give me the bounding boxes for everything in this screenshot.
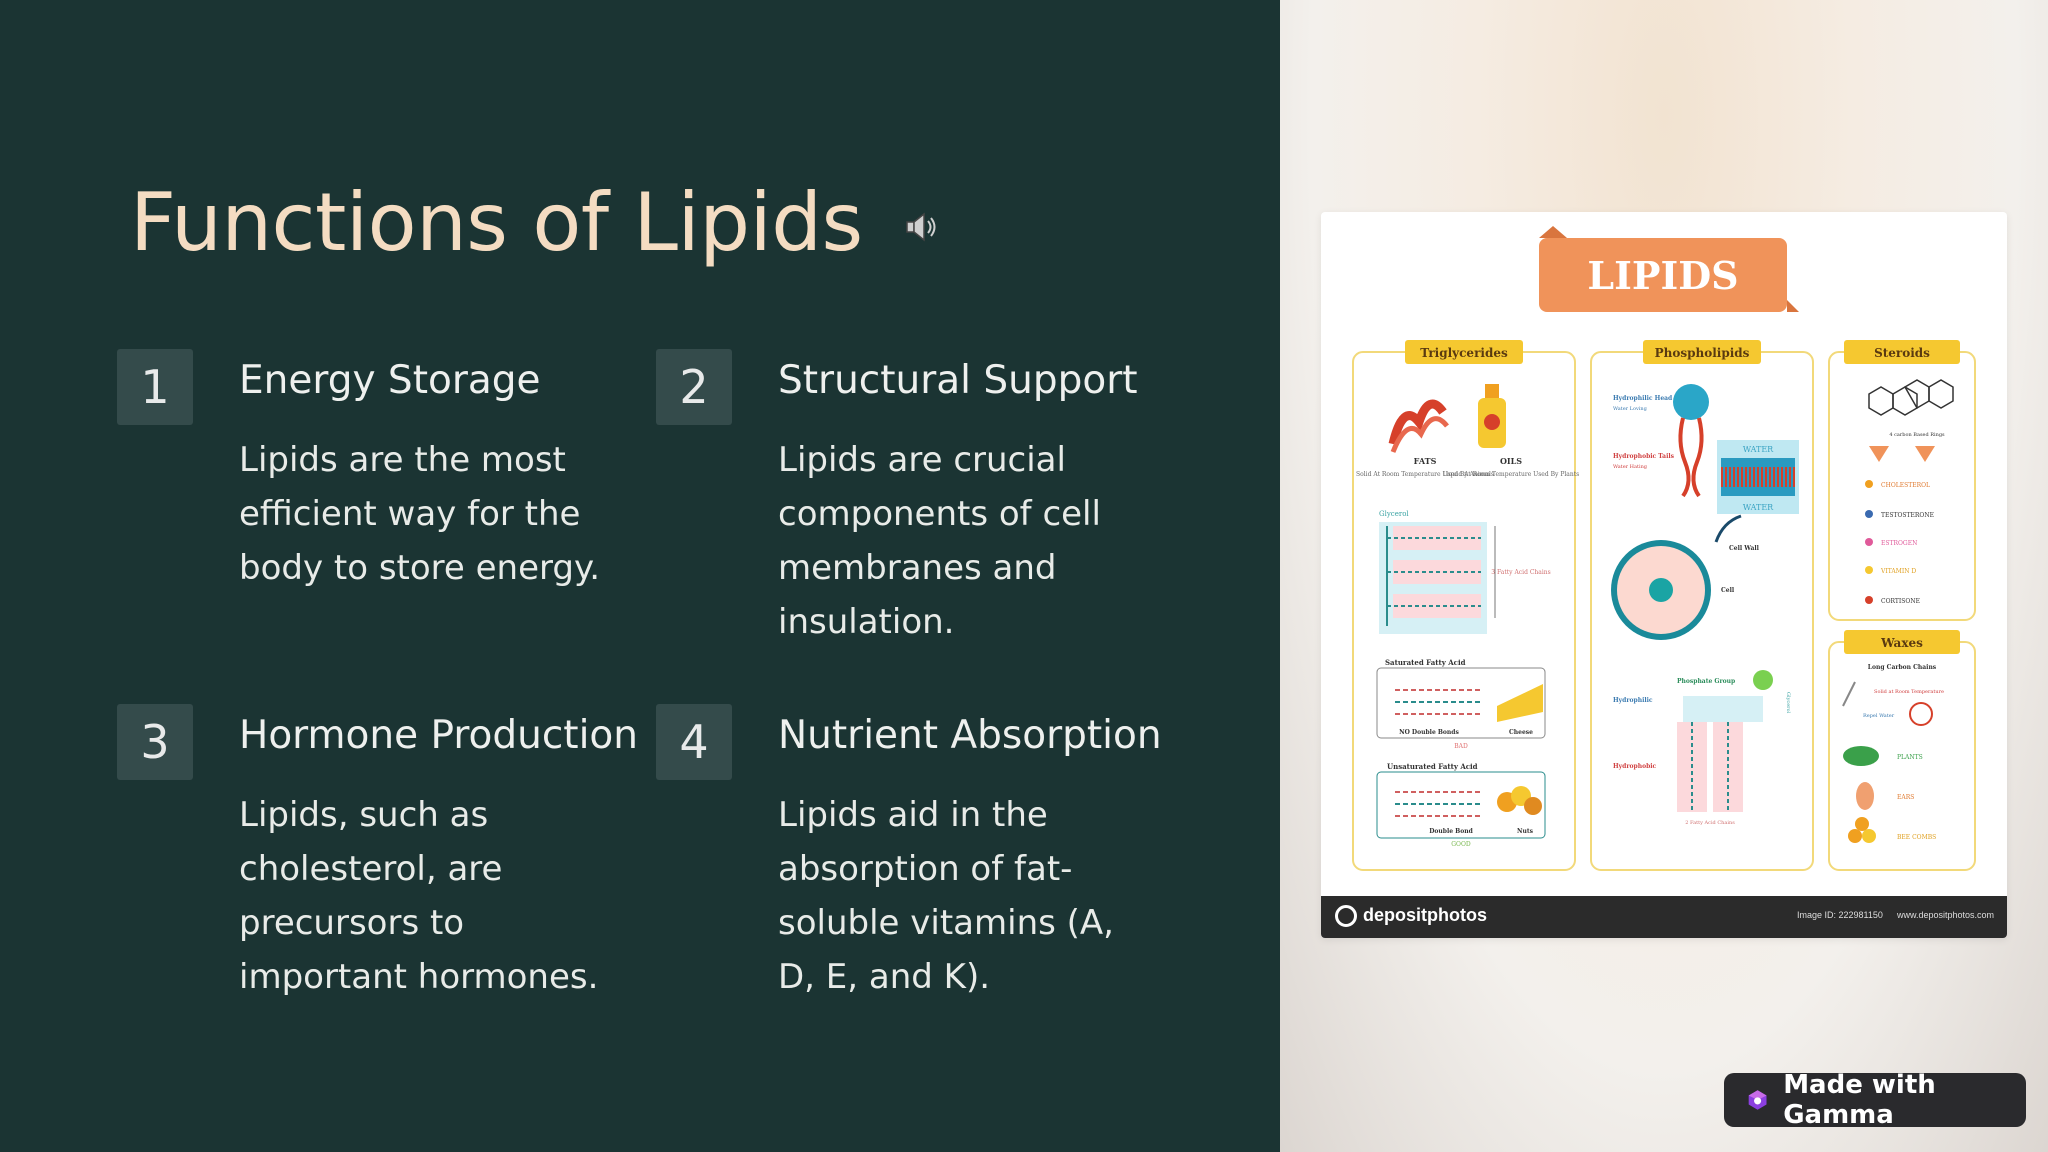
svg-text:Unsaturated Fatty Acid: Unsaturated Fatty Acid (1387, 762, 1478, 771)
card-description: Lipids, such as cholesterol, are precurs… (239, 795, 599, 997)
svg-text:3 Fatty Acid Chains: 3 Fatty Acid Chains (1491, 569, 1550, 576)
svg-text:OILS: OILS (1500, 456, 1522, 466)
watermark-image-id: Image ID: 222981150 (1797, 910, 1883, 920)
bacon-icon (1388, 399, 1449, 453)
svg-text:Glycerol: Glycerol (1785, 692, 1791, 714)
number-badge: 2 (656, 349, 732, 425)
poster-title-banner: LIPIDS (1539, 226, 1799, 312)
section-label-phospholipids: Phospholipids (1655, 346, 1750, 360)
poster-title: LIPIDS (1587, 253, 1738, 298)
gamma-logo-icon (1748, 1090, 1767, 1110)
svg-text:Double Bond: Double Bond (1429, 828, 1473, 835)
number-badge: 3 (117, 704, 193, 780)
poster-watermark-bar: depositphotos Image ID: 222981150 www.de… (1321, 896, 2007, 938)
svg-text:CORTISONE: CORTISONE (1881, 598, 1920, 605)
gamma-badge-label: Made with Gamma (1783, 1070, 1936, 1130)
svg-text:Water Hating: Water Hating (1613, 464, 1648, 470)
speaker-icon[interactable] (904, 210, 938, 244)
svg-text:ESTROGEN: ESTROGEN (1881, 540, 1917, 547)
svg-text:GOOD: GOOD (1451, 841, 1471, 848)
svg-text:EARS: EARS (1897, 794, 1914, 801)
svg-text:Glycerol: Glycerol (1379, 510, 1409, 518)
cheese-icon (1497, 684, 1543, 722)
svg-text:2 Fatty Acid Chains: 2 Fatty Acid Chains (1685, 820, 1735, 826)
svg-text:TESTOSTERONE: TESTOSTERONE (1881, 512, 1934, 519)
card-heading: Structural Support (778, 358, 1138, 403)
svg-text:Hydrophobic Tails: Hydrophobic Tails (1613, 453, 1675, 460)
number-badge: 4 (656, 704, 732, 780)
svg-text:PLANTS: PLANTS (1897, 754, 1923, 761)
svg-text:Cell Wall: Cell Wall (1729, 545, 1760, 552)
svg-text:WATER: WATER (1743, 445, 1774, 454)
oil-bottle-icon (1478, 384, 1506, 448)
svg-text:CHOLESTEROL: CHOLESTEROL (1881, 482, 1930, 489)
honeycomb-icon (1848, 817, 1876, 843)
svg-text:Solid At Room Temperature Used: Solid At Room Temperature Used By Animal… (1356, 471, 1494, 478)
steroid-rings-icon (1868, 379, 1954, 416)
svg-text:4 carbon Based Rings: 4 carbon Based Rings (1889, 432, 1945, 438)
phosphate-head-icon (1673, 384, 1709, 420)
slide-title: Functions of Lipids (130, 176, 863, 269)
svg-text:Long Carbon Chains: Long Carbon Chains (1868, 664, 1937, 671)
svg-text:Cell: Cell (1721, 587, 1735, 594)
no-water-icon (1909, 702, 1933, 726)
watermark-brand: depositphotos (1363, 905, 1487, 925)
made-with-gamma-button[interactable]: Made with Gamma (1724, 1070, 2026, 1130)
svg-text:Phosphate Group: Phosphate Group (1677, 678, 1735, 685)
watermark-site: www.depositphotos.com (1897, 910, 1995, 920)
svg-text:Hydrophilic: Hydrophilic (1613, 697, 1653, 704)
svg-text:NO Double Bonds: NO Double Bonds (1399, 729, 1459, 736)
svg-text:BEE COMBS: BEE COMBS (1897, 834, 1936, 841)
card-description: Lipids are crucial components of cell me… (778, 440, 1101, 642)
section-label-steroids: Steroids (1874, 346, 1930, 360)
section-label-triglycerides: Triglycerides (1420, 346, 1508, 360)
number-badge: 1 (117, 349, 193, 425)
lipids-poster-image: LIPIDS Triglycerides Phospholipids Stero… (1321, 212, 2007, 938)
svg-text:BAD: BAD (1454, 743, 1468, 750)
card-heading: Energy Storage (239, 358, 541, 403)
ear-icon (1856, 782, 1874, 810)
svg-text:WATER: WATER (1743, 503, 1774, 512)
triglyceride-molecule (1379, 522, 1496, 634)
svg-text:Solid at Room Temperature: Solid at Room Temperature (1874, 689, 1944, 695)
svg-text:Saturated Fatty Acid: Saturated Fatty Acid (1385, 658, 1466, 667)
depositphotos-logo-icon (1335, 905, 1357, 927)
leaf-icon (1843, 746, 1879, 766)
card-heading: Hormone Production (239, 713, 638, 758)
phosphate-group-icon (1753, 670, 1773, 690)
card-description: Lipids aid in the absorption of fat-solu… (778, 795, 1114, 997)
svg-text:Nuts: Nuts (1517, 828, 1534, 835)
svg-text:Cheese: Cheese (1509, 729, 1533, 736)
nuts-icon (1497, 786, 1542, 815)
svg-text:Repel Water: Repel Water (1863, 713, 1895, 719)
svg-text:FATS: FATS (1414, 456, 1437, 466)
svg-text:Water Loving: Water Loving (1613, 406, 1648, 412)
section-label-waxes: Waxes (1880, 636, 1923, 650)
svg-text:VITAMIN D: VITAMIN D (1880, 568, 1916, 575)
svg-text:Liquid At Room Temperature Use: Liquid At Room Temperature Used By Plant… (1443, 471, 1579, 478)
card-description: Lipids are the most efficient way for th… (239, 440, 601, 588)
slide-content-panel: Functions of Lipids 1 Energy Storage Lip… (117, 176, 1162, 997)
card-heading: Nutrient Absorption (778, 713, 1162, 758)
svg-text:Hydrophobic: Hydrophobic (1613, 763, 1657, 770)
svg-text:Hydrophilic Head: Hydrophilic Head (1613, 395, 1673, 402)
